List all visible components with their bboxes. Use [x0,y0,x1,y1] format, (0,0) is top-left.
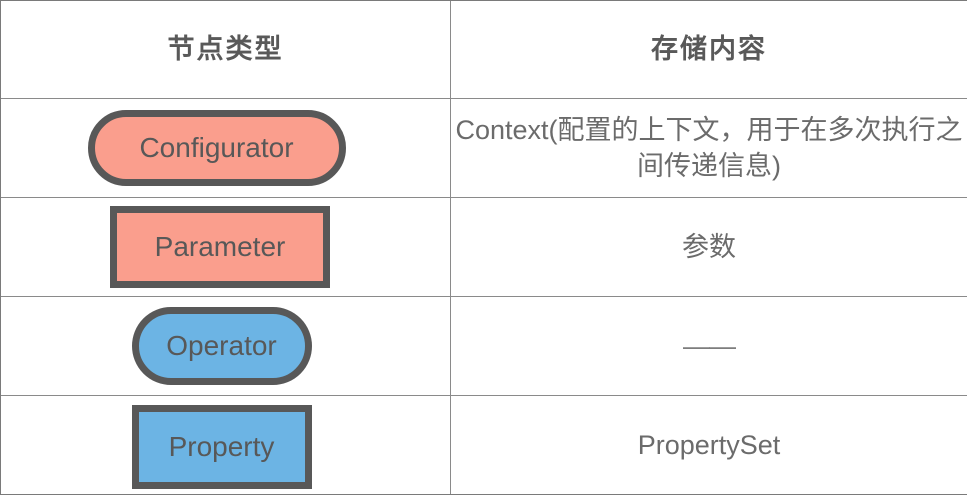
shape-holder-parameter: Parameter [1,198,450,296]
stored-content-text-configurator: Context(配置的上下文，用于在多次执行之间传递信息) [451,112,967,185]
cell-stored-content-parameter: 参数 [451,198,967,297]
table-row-parameter: Parameter 参数 [1,198,967,297]
cell-node-type-property: Property [1,396,451,495]
cell-stored-content-configurator: Context(配置的上下文，用于在多次执行之间传递信息) [451,99,967,198]
cell-node-type-operator: Operator [1,297,451,396]
table-body: Configurator Context(配置的上下文，用于在多次执行之间传递信… [1,99,967,495]
cell-node-type-parameter: Parameter [1,198,451,297]
cell-stored-content-property: PropertySet [451,396,967,495]
shape-holder-operator: Operator [1,297,450,395]
table-row-operator: Operator —— [1,297,967,396]
node-shape-property: Property [132,405,312,489]
stored-content-text-property: PropertySet [451,427,967,463]
shape-holder-configurator: Configurator [1,99,450,197]
node-shape-parameter: Parameter [110,206,330,288]
column-header-stored-content: 存储内容 [451,1,967,99]
table-header: 节点类型 存储内容 [1,1,967,99]
cell-node-type-configurator: Configurator [1,99,451,198]
table-row-property: Property PropertySet [1,396,967,495]
node-shape-operator: Operator [132,307,312,385]
cell-stored-content-operator: —— [451,297,967,396]
stored-content-text-parameter: 参数 [451,229,967,265]
table-header-row: 节点类型 存储内容 [1,1,967,99]
shape-holder-property: Property [1,396,450,494]
table-row-configurator: Configurator Context(配置的上下文，用于在多次执行之间传递信… [1,99,967,198]
stored-content-text-operator: —— [451,328,967,364]
column-header-node-type: 节点类型 [1,1,451,99]
node-shape-configurator: Configurator [88,110,346,186]
